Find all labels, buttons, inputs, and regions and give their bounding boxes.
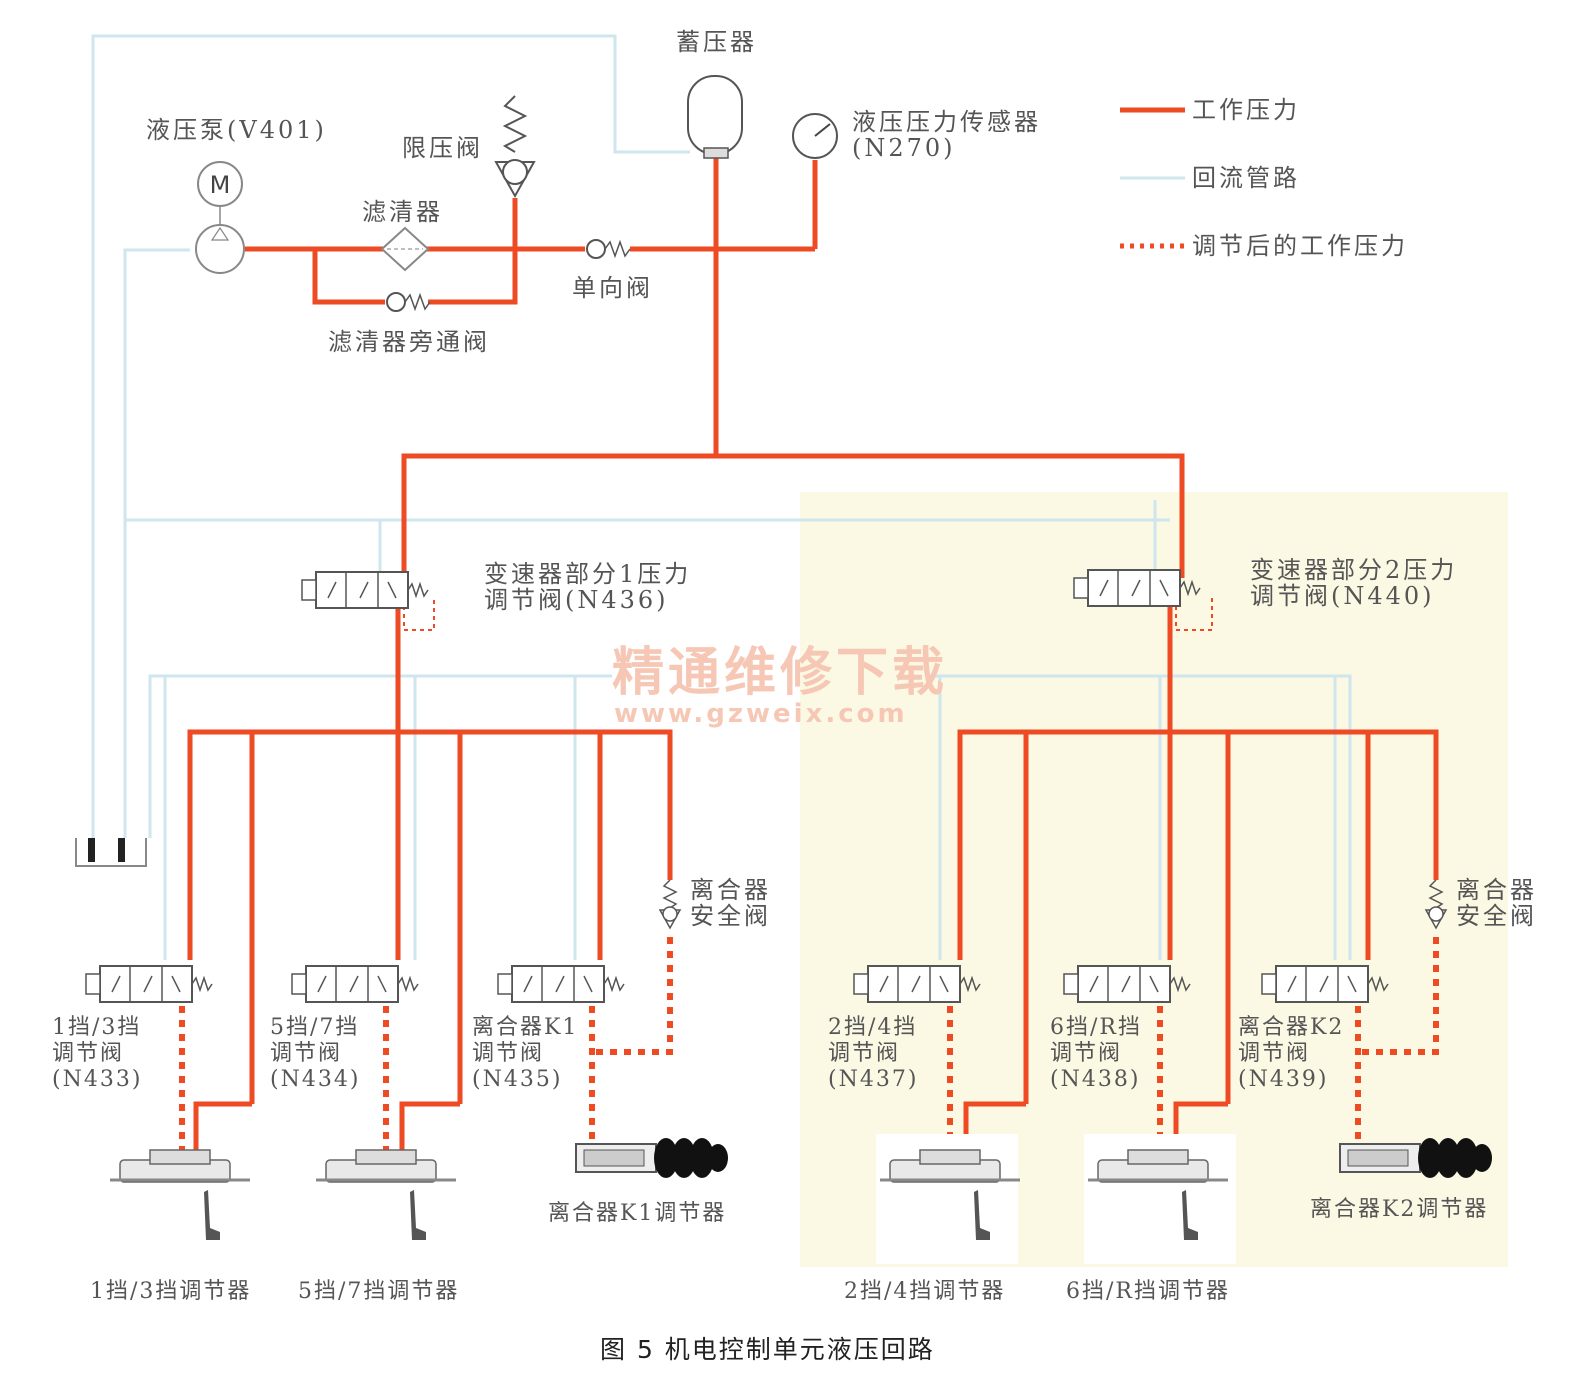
pressure-sensor-label: 液压压力传感器 xyxy=(852,108,1041,136)
clutch-safety-right-label: 离合器 xyxy=(1456,876,1537,904)
watermark-title: 精通维修下载 xyxy=(612,643,948,703)
sub1-valve-label: 变速器部分1压力 xyxy=(484,560,691,588)
valve-label-n437: 2挡/4挡 调节阀 (N437) xyxy=(828,1015,918,1092)
svg-text:(N435): (N435) xyxy=(472,1067,562,1092)
valve-n435-icon xyxy=(497,965,625,1003)
check-valve-icon xyxy=(586,239,631,259)
svg-text:(N433): (N433) xyxy=(52,1067,142,1092)
clutch-k1-actuator-icon xyxy=(575,1137,729,1179)
valve-label-n434: 5挡/7挡 调节阀 (N434) xyxy=(270,1015,360,1092)
svg-text:(N437): (N437) xyxy=(828,1067,918,1092)
actuator-label-6-r: 6挡/R挡调节器 xyxy=(1066,1279,1230,1304)
pressure-sensor-icon xyxy=(792,113,838,159)
actuator-label-5-7: 5挡/7挡调节器 xyxy=(298,1279,459,1304)
actuator-label-1-3: 1挡/3挡调节器 xyxy=(90,1279,251,1304)
actuator-label-k2: 离合器K2调节器 xyxy=(1310,1197,1488,1222)
legend-return-label: 回流管路 xyxy=(1192,164,1300,192)
actuator-1-3-icon xyxy=(108,1148,252,1242)
clutch-safety-valve-left-icon xyxy=(658,879,682,930)
return-lines xyxy=(91,34,1352,960)
svg-text:5挡/7挡: 5挡/7挡 xyxy=(270,1015,359,1040)
svg-text:调节阀: 调节阀 xyxy=(1238,1041,1310,1066)
sub1-pressure-valve-icon xyxy=(301,571,429,609)
regulated-pressure-lines xyxy=(179,598,1439,1150)
sub2-valve-code: 调节阀(N440) xyxy=(1250,582,1435,610)
filter-icon xyxy=(380,226,430,272)
pump-label: 液压泵(V401) xyxy=(146,116,327,144)
filter-label: 滤清器 xyxy=(362,198,443,226)
clutch-safety-right-label-2: 安全阀 xyxy=(1456,902,1537,930)
clutch-safety-left-label-2: 安全阀 xyxy=(690,902,771,930)
svg-text:离合器K1: 离合器K1 xyxy=(472,1015,578,1040)
valve-n433-icon xyxy=(85,965,213,1003)
actuator-label-2-4: 2挡/4挡调节器 xyxy=(844,1279,1005,1304)
valve-label-n433: 1挡/3挡 调节阀 (N433) xyxy=(52,1015,142,1092)
check-valve-label: 单向阀 xyxy=(572,274,653,302)
svg-text:调节阀: 调节阀 xyxy=(472,1041,544,1066)
valve-label-n439: 离合器K2 调节阀 (N439) xyxy=(1238,1015,1344,1092)
valve-n434-icon xyxy=(291,965,419,1003)
svg-text:(N438): (N438) xyxy=(1050,1067,1140,1092)
svg-text:调节阀: 调节阀 xyxy=(1050,1041,1122,1066)
relief-valve-icon xyxy=(494,95,536,199)
sub2-valve-label: 变速器部分2压力 xyxy=(1250,556,1457,584)
pump-icon xyxy=(195,224,245,274)
svg-text:1挡/3挡: 1挡/3挡 xyxy=(52,1015,141,1040)
svg-text:6挡/R挡: 6挡/R挡 xyxy=(1050,1015,1142,1040)
legend-working-label: 工作压力 xyxy=(1192,96,1300,124)
figure-caption: 图 5 机电控制单元液压回路 xyxy=(600,1335,935,1364)
relief-valve-label: 限压阀 xyxy=(402,134,483,162)
clutch-safety-left-label: 离合器 xyxy=(690,876,771,904)
valve-label-n435: 离合器K1 调节阀 (N435) xyxy=(472,1015,578,1092)
clutch-safety-valve-right-icon xyxy=(1424,879,1448,930)
watermark-url: www.gzweix.com xyxy=(614,699,908,729)
svg-text:(N439): (N439) xyxy=(1238,1067,1328,1092)
legend-regulated-label: 调节后的工作压力 xyxy=(1192,232,1408,260)
clutch-k2-actuator-icon xyxy=(1339,1137,1493,1179)
actuator-5-7-icon xyxy=(314,1148,458,1242)
valve-label-n438: 6挡/R挡 调节阀 (N438) xyxy=(1050,1015,1142,1092)
svg-text:2挡/4挡: 2挡/4挡 xyxy=(828,1015,917,1040)
pressure-sensor-code: (N270) xyxy=(852,134,956,162)
svg-text:调节阀: 调节阀 xyxy=(270,1041,342,1066)
filter-bypass-label: 滤清器旁通阀 xyxy=(328,328,490,356)
svg-text:(N434): (N434) xyxy=(270,1067,360,1092)
svg-text:离合器K2: 离合器K2 xyxy=(1238,1015,1344,1040)
accumulator-label: 蓄压器 xyxy=(676,28,757,56)
svg-text:调节阀: 调节阀 xyxy=(52,1041,124,1066)
accumulator-icon xyxy=(687,75,743,159)
actuator-label-k1: 离合器K1调节器 xyxy=(548,1201,726,1226)
motor-symbol: M xyxy=(210,171,231,199)
reservoir-icon xyxy=(75,838,147,867)
sub1-valve-code: 调节阀(N436) xyxy=(484,586,669,614)
svg-text:调节阀: 调节阀 xyxy=(828,1041,900,1066)
motor-icon: M xyxy=(197,161,243,226)
filter-bypass-valve-icon xyxy=(386,292,431,312)
legend: 工作压力 回流管路 调节后的工作压力 xyxy=(1120,96,1408,260)
